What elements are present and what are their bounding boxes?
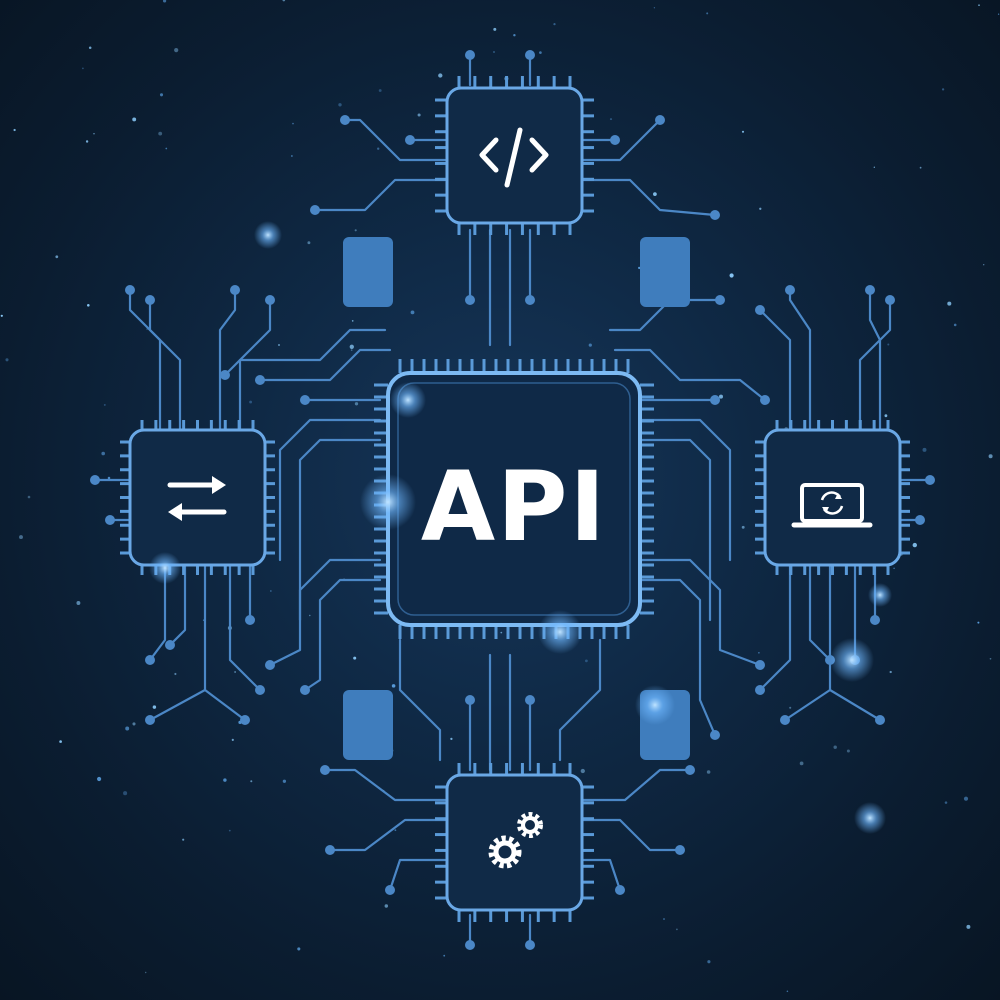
api-label: API: [421, 451, 607, 563]
left-chip: [128, 428, 267, 567]
gears-icon: [488, 812, 543, 869]
right-chip: [763, 428, 902, 567]
chip-pins: [120, 76, 910, 922]
bottom-chip: [445, 773, 584, 912]
circuit-traces: [93, 53, 932, 947]
exchange-arrows-icon: [167, 476, 227, 521]
code-brackets-icon: [479, 127, 549, 188]
laptop-sync-icon: [791, 483, 873, 528]
api-chip: API: [386, 371, 642, 627]
top-chip: [445, 86, 584, 225]
light-glows: [149, 221, 892, 834]
